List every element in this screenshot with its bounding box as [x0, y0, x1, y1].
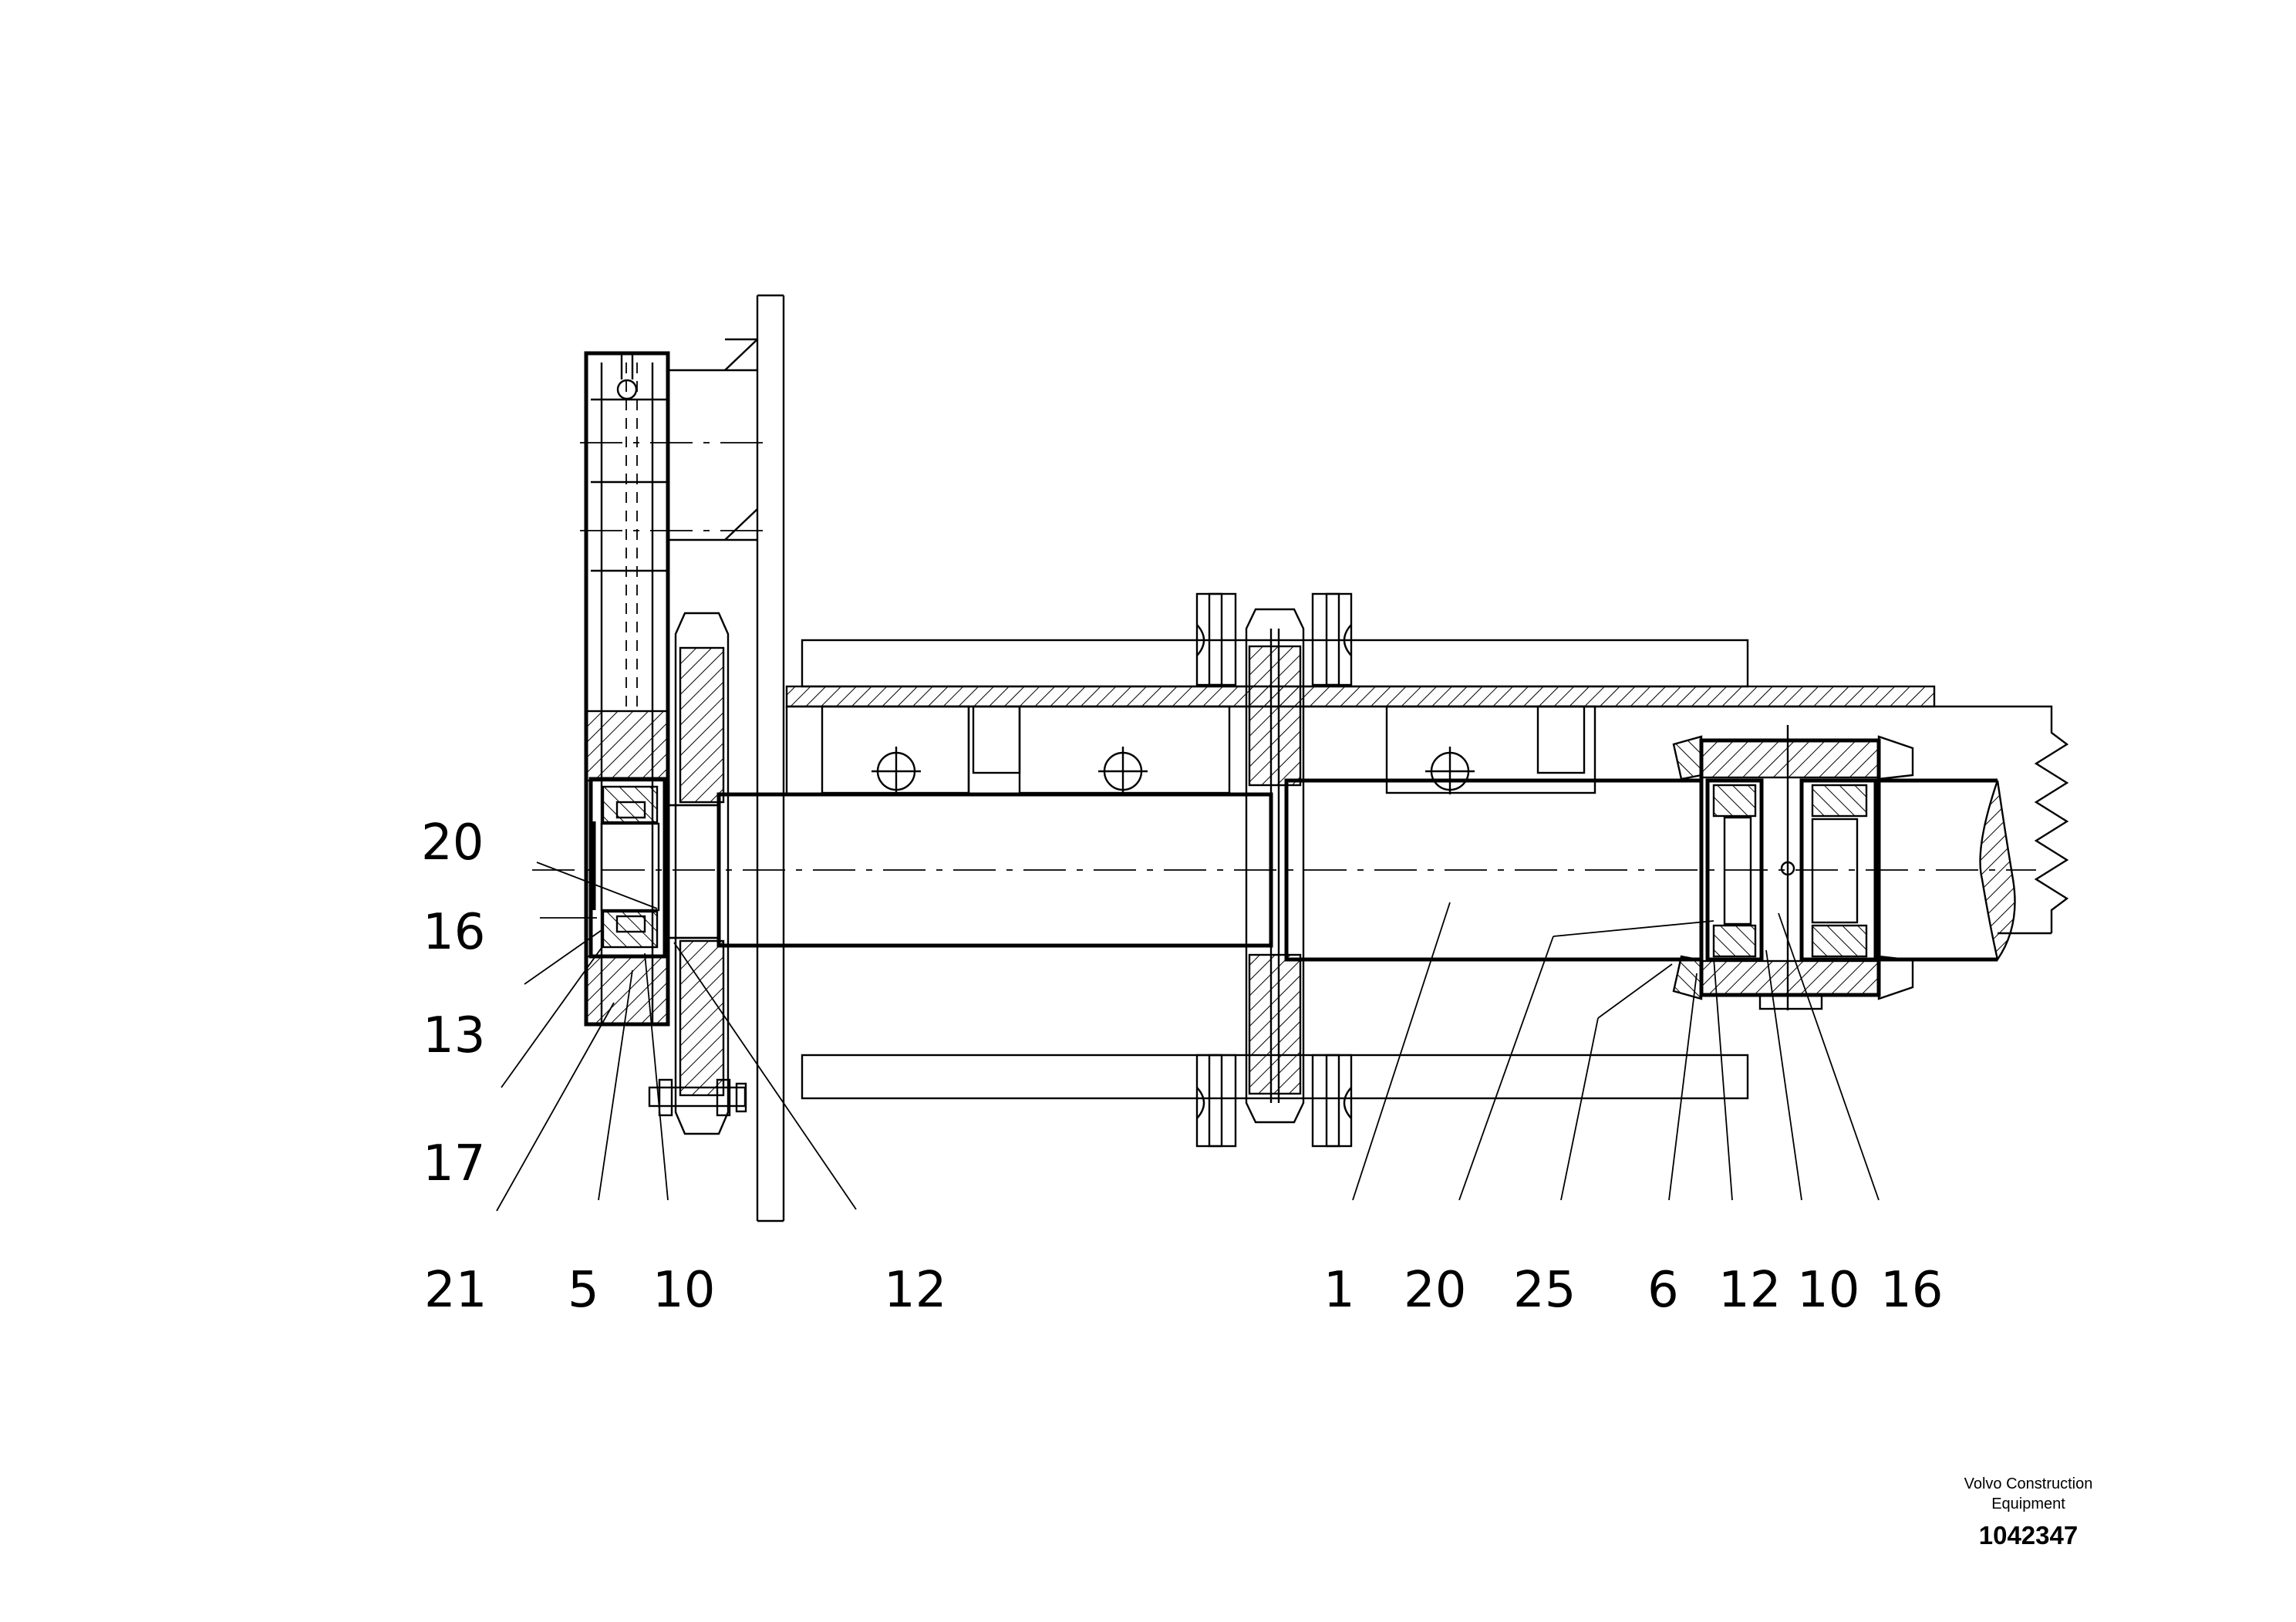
callout-1: 1	[1323, 1262, 1355, 1319]
callout-10-left: 10	[652, 1262, 715, 1319]
callout-16-left: 16	[423, 904, 485, 961]
left-bearing	[588, 777, 667, 959]
callout-12-left: 12	[884, 1262, 946, 1319]
left-bearing-housing	[580, 351, 764, 1027]
brand-name-line-2: Equipment	[1991, 1496, 2065, 1512]
callout-25: 25	[1513, 1262, 1576, 1319]
callout-16-right: 16	[1880, 1262, 1943, 1319]
right-bearing-housing	[1672, 725, 1914, 1010]
brand-name-line-1: Volvo Construction	[1964, 1475, 2093, 1492]
callout-20-left: 20	[421, 814, 484, 872]
callout-6: 6	[1647, 1262, 1679, 1319]
callout-5: 5	[568, 1262, 599, 1319]
callout-10-right: 10	[1797, 1262, 1859, 1319]
shaft-break	[1879, 705, 2069, 962]
center-sprocket	[1195, 592, 1353, 1148]
title-block: Volvo Construction Equipment 1042347	[1964, 1475, 2093, 1549]
callout-13: 13	[423, 1007, 485, 1064]
left-callouts: 20 16 13 17	[421, 814, 485, 1192]
callout-17: 17	[423, 1135, 485, 1192]
leader-lines	[496, 862, 1880, 1212]
callout-20-right: 20	[1404, 1262, 1466, 1319]
callout-12-right: 12	[1718, 1262, 1781, 1319]
callout-21: 21	[424, 1262, 487, 1319]
drawing-number: 1042347	[1979, 1521, 2078, 1549]
mounting-frame	[666, 294, 785, 1222]
bottom-callouts: 21 5 10 12 1 20 25 6 12 10 16	[424, 1262, 1943, 1319]
